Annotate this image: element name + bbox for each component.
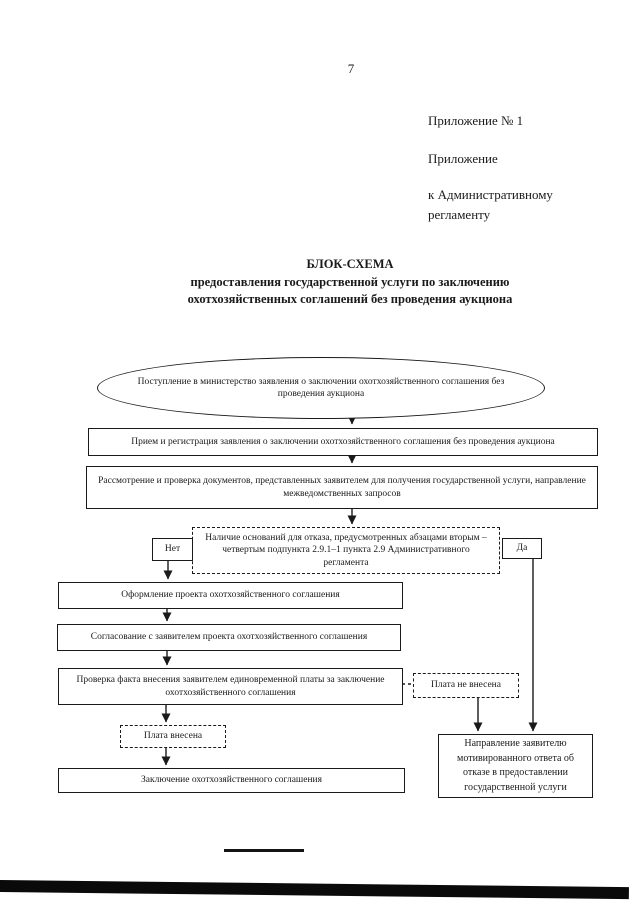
flow-node-start: Поступление в министерство заявления о з… bbox=[97, 357, 545, 419]
annex-line-2: Приложение bbox=[428, 151, 498, 166]
flow-node-decision: Наличие оснований для отказа, предусмотр… bbox=[192, 527, 500, 574]
title-subtitle-line-1: предоставления государственной услуги по… bbox=[190, 274, 510, 289]
annex-line-3: к Административному регламенту bbox=[428, 187, 553, 222]
flow-node-approval: Согласование с заявителем проекта охотхо… bbox=[57, 624, 401, 651]
title-subtitle-line-2: охотхозяйственных соглашений без проведе… bbox=[187, 292, 513, 306]
flow-label-no: Нет bbox=[152, 538, 193, 561]
flow-node-draft: Оформление проекта охотхозяйственного со… bbox=[58, 582, 403, 609]
flow-node-review: Рассмотрение и проверка документов, пред… bbox=[86, 466, 598, 509]
flow-label-payment-not-made: Плата не внесена bbox=[413, 673, 519, 698]
flow-node-refusal: Направление заявителю мотивированного от… bbox=[438, 734, 593, 798]
flow-label-payment-made: Плата внесена bbox=[120, 725, 226, 748]
flow-node-payment-check: Проверка факта внесения заявителем едино… bbox=[58, 668, 403, 705]
document-title: БЛОК-СХЕМА предоставления государственно… bbox=[90, 256, 610, 309]
flow-node-conclusion: Заключение охотхозяйственного соглашения bbox=[58, 768, 405, 793]
title-heading: БЛОК-СХЕМА bbox=[306, 257, 394, 271]
scan-artifact-bar bbox=[0, 880, 629, 900]
flow-label-yes: Да bbox=[502, 538, 542, 559]
footnote-separator-line bbox=[224, 849, 304, 852]
flow-node-reception: Прием и регистрация заявления о заключен… bbox=[88, 428, 598, 456]
annex-line-1: Приложение № 1 bbox=[428, 113, 524, 128]
page-number: 7 bbox=[347, 61, 355, 76]
